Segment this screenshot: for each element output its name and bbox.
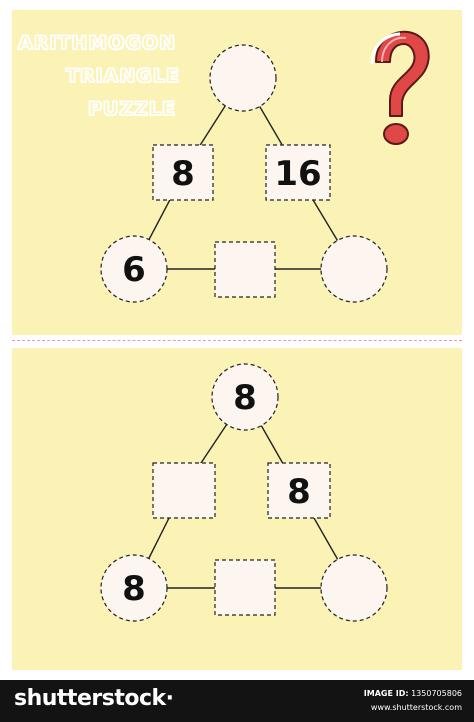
- title-line-3: PUZZLE: [87, 97, 176, 121]
- top-node-bottom-right: [320, 235, 388, 303]
- bottom-triangle: 8 8 8: [100, 363, 388, 622]
- bottom-node-top: 8: [211, 363, 279, 431]
- image-id-line: IMAGE ID: 1350705806: [364, 689, 462, 698]
- stock-footer-bar: shutterstock· IMAGE ID: 1350705806 www.s…: [0, 680, 474, 722]
- question-mark-icon: [370, 30, 430, 145]
- brand-logo: shutterstock·: [14, 686, 174, 711]
- worksheet-page: ARITHMOGON TRIANGLE PUZZLE 8 16 6: [12, 10, 462, 670]
- bottom-node-bottom-left: 8: [100, 554, 168, 622]
- bottom-box-right[interactable]: 8: [267, 462, 331, 519]
- cut-line-divider: [12, 340, 462, 341]
- top-triangle: 8 16 6: [100, 44, 388, 303]
- site-url: www.shutterstock.com: [370, 703, 462, 712]
- top-box-bottom[interactable]: [214, 241, 276, 298]
- top-box-right[interactable]: 16: [265, 144, 331, 201]
- image-id-value: 1350705806: [411, 689, 462, 698]
- brand-name: shutterstock: [14, 686, 166, 711]
- svg-text:8: 8: [233, 378, 257, 418]
- top-node-bottom-left: 6: [100, 235, 168, 303]
- svg-text:6: 6: [122, 250, 146, 290]
- svg-text:8: 8: [287, 472, 311, 512]
- image-id-label: IMAGE ID:: [363, 689, 409, 698]
- top-node-top: [209, 44, 277, 112]
- bottom-box-left[interactable]: [152, 462, 216, 519]
- title-line-2: TRIANGLE: [65, 64, 180, 88]
- bottom-box-bottom[interactable]: [214, 559, 276, 616]
- svg-text:8: 8: [171, 154, 195, 194]
- top-box-left[interactable]: 8: [152, 144, 214, 201]
- svg-text:8: 8: [122, 569, 146, 609]
- title-line-1: ARITHMOGON: [17, 31, 176, 55]
- brand-dot: ·: [165, 686, 174, 711]
- bottom-node-bottom-right: [320, 554, 388, 622]
- svg-text:16: 16: [274, 154, 321, 194]
